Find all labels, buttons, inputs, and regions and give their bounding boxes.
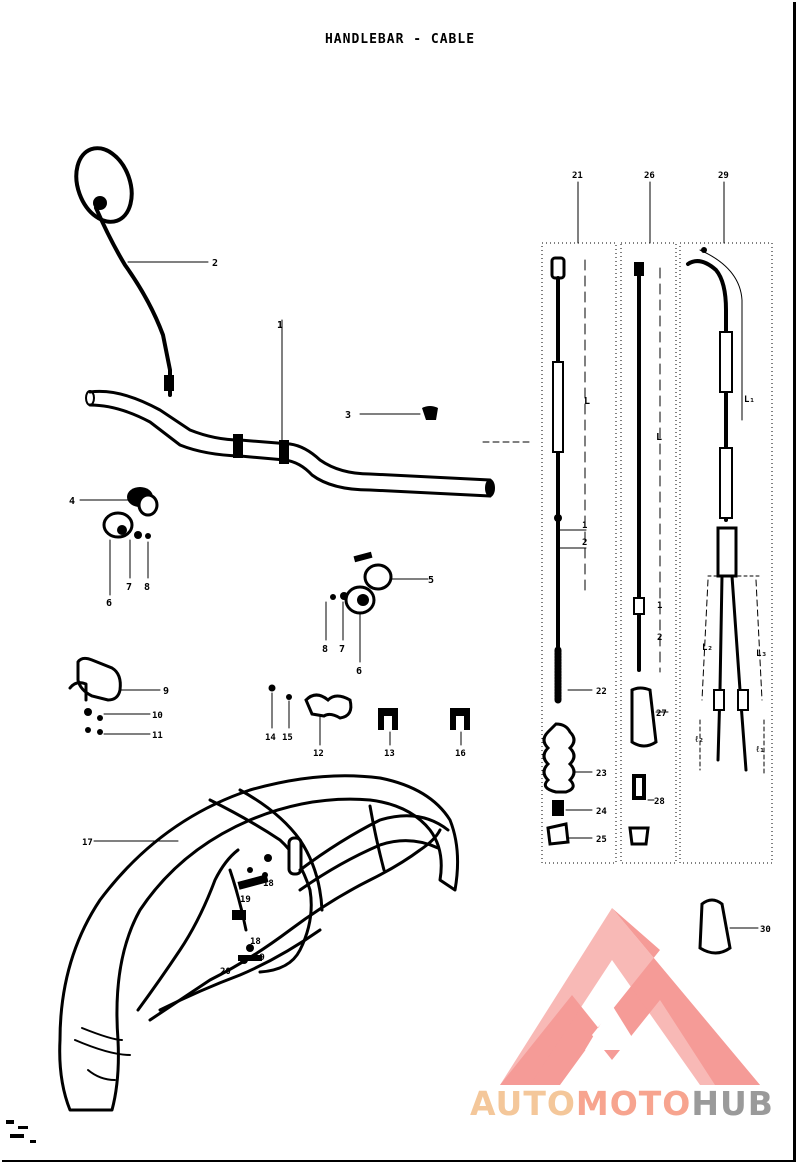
label-17: 17 <box>82 838 93 848</box>
label-L26: L <box>656 432 662 443</box>
label-26-1: 1 <box>657 601 662 611</box>
handlebar-part: 1 <box>85 319 495 498</box>
front-fender-part: 17 18 19 18 19 20 <box>58 774 460 1112</box>
label-21: 21 <box>572 171 583 181</box>
cable-29: L₁ L₂ L₃ ℓ₂ ℓ₁ <box>686 247 767 776</box>
label-30: 30 <box>760 925 771 935</box>
label-24: 24 <box>596 807 607 817</box>
label-11: 11 <box>152 731 163 741</box>
label-25: 25 <box>596 835 607 845</box>
logo-part-moto: MOTO <box>575 1084 692 1123</box>
label-19a: 19 <box>240 895 251 905</box>
cable-21: L 1 2 22 23 24 25 <box>542 256 607 846</box>
part-30: 30 <box>698 898 771 955</box>
label-29-l2a: ℓ₂ <box>695 735 704 745</box>
label-22: 22 <box>596 687 607 697</box>
label-20: 20 <box>220 967 231 977</box>
lever-holder-part: 9 10 11 <box>68 656 169 741</box>
mirror-part: 2 <box>74 146 218 397</box>
label-29: 29 <box>718 171 729 181</box>
label-27: 27 <box>656 709 667 719</box>
right-switch-part: 5 8 7 6 <box>322 551 434 677</box>
label-4: 4 <box>69 496 75 507</box>
part-3: 3 <box>345 406 438 421</box>
label-7b: 7 <box>339 644 345 655</box>
label-8b: 8 <box>322 644 328 655</box>
cable-21-box <box>541 242 617 864</box>
label-L29c: L₃ <box>756 649 767 659</box>
label-29-l2b: ℓ₁ <box>756 745 765 755</box>
logo-wordmark: AUTOMOTOHUB <box>470 1084 774 1123</box>
label-6b: 6 <box>356 666 362 677</box>
label-10: 10 <box>152 711 163 721</box>
left-switch-part: 4 6 7 8 <box>69 487 159 609</box>
label-23: 23 <box>596 769 607 779</box>
label-L21: L <box>584 396 590 407</box>
label-14: 14 <box>265 733 276 743</box>
scan-marks <box>6 1120 36 1143</box>
cable-26: L 1 2 27 28 <box>628 262 669 846</box>
label-18b: 18 <box>250 937 261 947</box>
page-title: HANDLEBAR - CABLE <box>324 32 476 47</box>
label-3: 3 <box>345 410 351 421</box>
label-12: 12 <box>313 749 324 759</box>
cable-26-box <box>620 242 677 864</box>
label-L29b: L₂ <box>702 643 713 653</box>
automotohub-logo <box>500 908 760 1085</box>
label-26: 26 <box>644 171 655 181</box>
clamps-part: 14 15 12 13 16 <box>265 684 470 759</box>
label-7a: 7 <box>126 582 132 593</box>
label-6a: 6 <box>106 598 112 609</box>
label-16: 16 <box>455 749 466 759</box>
label-1: 1 <box>277 320 283 331</box>
label-13: 13 <box>384 749 395 759</box>
label-19b: 19 <box>254 953 265 963</box>
label-18a: 18 <box>263 879 274 889</box>
label-8a: 8 <box>144 582 150 593</box>
label-28: 28 <box>654 797 665 807</box>
label-21-2: 2 <box>582 538 587 548</box>
logo-part-auto: AUTO <box>470 1084 576 1123</box>
label-5: 5 <box>428 575 434 586</box>
label-L29: L₁ <box>744 395 755 405</box>
label-15: 15 <box>282 733 293 743</box>
label-2: 2 <box>212 258 218 269</box>
logo-part-hub: HUB <box>691 1084 774 1123</box>
label-9: 9 <box>163 686 169 697</box>
label-26-2: 2 <box>657 633 662 643</box>
label-21-1: 1 <box>582 521 587 531</box>
